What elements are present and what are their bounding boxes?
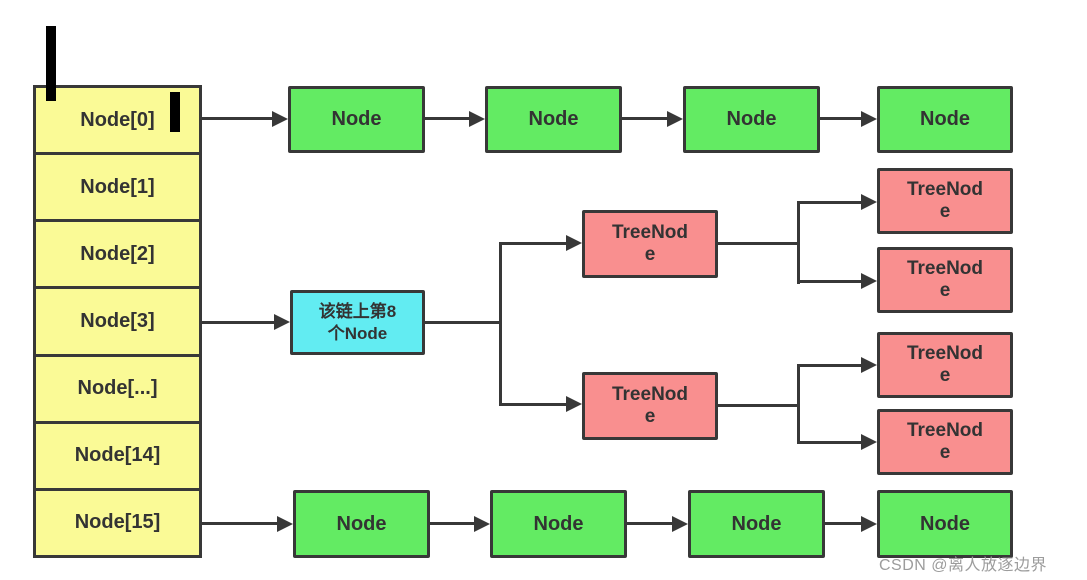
arrow-icon xyxy=(566,396,582,412)
connector-line xyxy=(202,321,274,324)
arrow-icon xyxy=(566,235,582,251)
array-cell-node0: Node[0] xyxy=(36,88,199,156)
connector-line xyxy=(825,522,861,525)
bottom-chain-node-4: Node xyxy=(877,490,1013,558)
connector-line xyxy=(425,117,469,120)
connector-line xyxy=(718,242,800,245)
connector-line xyxy=(820,117,861,120)
connector-line xyxy=(627,522,672,525)
arrow-icon xyxy=(474,516,490,532)
treenode-label: TreeNode xyxy=(906,343,984,386)
treenode-label: TreeNode xyxy=(906,179,984,222)
bottom-chain-node-1: Node xyxy=(293,490,430,558)
treenode-label: TreeNode xyxy=(906,258,984,301)
connector-line xyxy=(718,404,800,407)
connector-line xyxy=(499,242,502,406)
top-chain-node-3: Node xyxy=(683,86,820,153)
black-marker-bar-cell0 xyxy=(170,92,180,132)
eighth-node-note: 该链上第8 个Node xyxy=(290,290,425,355)
array-cell-node14: Node[14] xyxy=(36,424,199,491)
connector-line xyxy=(797,441,861,444)
connector-line xyxy=(499,403,566,406)
treenode-label: TreeNode xyxy=(611,384,689,427)
csdn-watermark: CSDN @离人放逐边界 xyxy=(879,557,1048,574)
arrow-icon xyxy=(277,516,293,532)
note-line-2: 个Node xyxy=(327,323,388,343)
arrow-icon xyxy=(861,111,877,127)
array-cell-node-ellipsis: Node[...] xyxy=(36,357,199,424)
top-chain-node-1: Node xyxy=(288,86,425,153)
treenode-level2-2: TreeNode xyxy=(877,247,1013,313)
connector-line xyxy=(430,522,474,525)
top-chain-node-2: Node xyxy=(485,86,622,153)
connector-line xyxy=(202,117,272,120)
connector-line xyxy=(425,321,502,324)
connector-line xyxy=(797,364,800,444)
arrow-icon xyxy=(861,273,877,289)
arrow-icon xyxy=(861,357,877,373)
treenode-level2-4: TreeNode xyxy=(877,409,1013,475)
treenode-label: TreeNode xyxy=(611,222,689,265)
arrow-icon xyxy=(667,111,683,127)
bottom-chain-node-3: Node xyxy=(688,490,825,558)
connector-line xyxy=(797,201,800,284)
bottom-chain-node-2: Node xyxy=(490,490,627,558)
connector-line xyxy=(797,280,861,283)
array-cell-node2: Node[2] xyxy=(36,222,199,290)
connector-line xyxy=(622,117,667,120)
black-marker-bar-top xyxy=(46,26,56,101)
treenode-level1-bottom: TreeNode xyxy=(582,372,718,440)
array-cell-node3: Node[3] xyxy=(36,289,199,357)
treenode-level1-top: TreeNode xyxy=(582,210,718,278)
arrow-icon xyxy=(861,434,877,450)
array-cell-node1: Node[1] xyxy=(36,155,199,223)
arrow-icon xyxy=(272,111,288,127)
treenode-level2-1: TreeNode xyxy=(877,168,1013,234)
connector-line xyxy=(202,522,277,525)
arrow-icon xyxy=(672,516,688,532)
arrow-icon xyxy=(861,194,877,210)
connector-line xyxy=(797,364,861,367)
arrow-icon xyxy=(274,314,290,330)
top-chain-node-4: Node xyxy=(877,86,1013,153)
bucket-array: Node[0] Node[1] Node[2] Node[3] Node[...… xyxy=(33,85,202,558)
arrow-icon xyxy=(469,111,485,127)
array-cell-node15: Node[15] xyxy=(74,511,161,534)
arrow-icon xyxy=(861,516,877,532)
note-line-1: 该链上第8 xyxy=(318,302,397,322)
treenode-label: TreeNode xyxy=(906,420,984,463)
connector-line xyxy=(797,201,861,204)
connector-line xyxy=(499,242,566,245)
treenode-level2-3: TreeNode xyxy=(877,332,1013,398)
